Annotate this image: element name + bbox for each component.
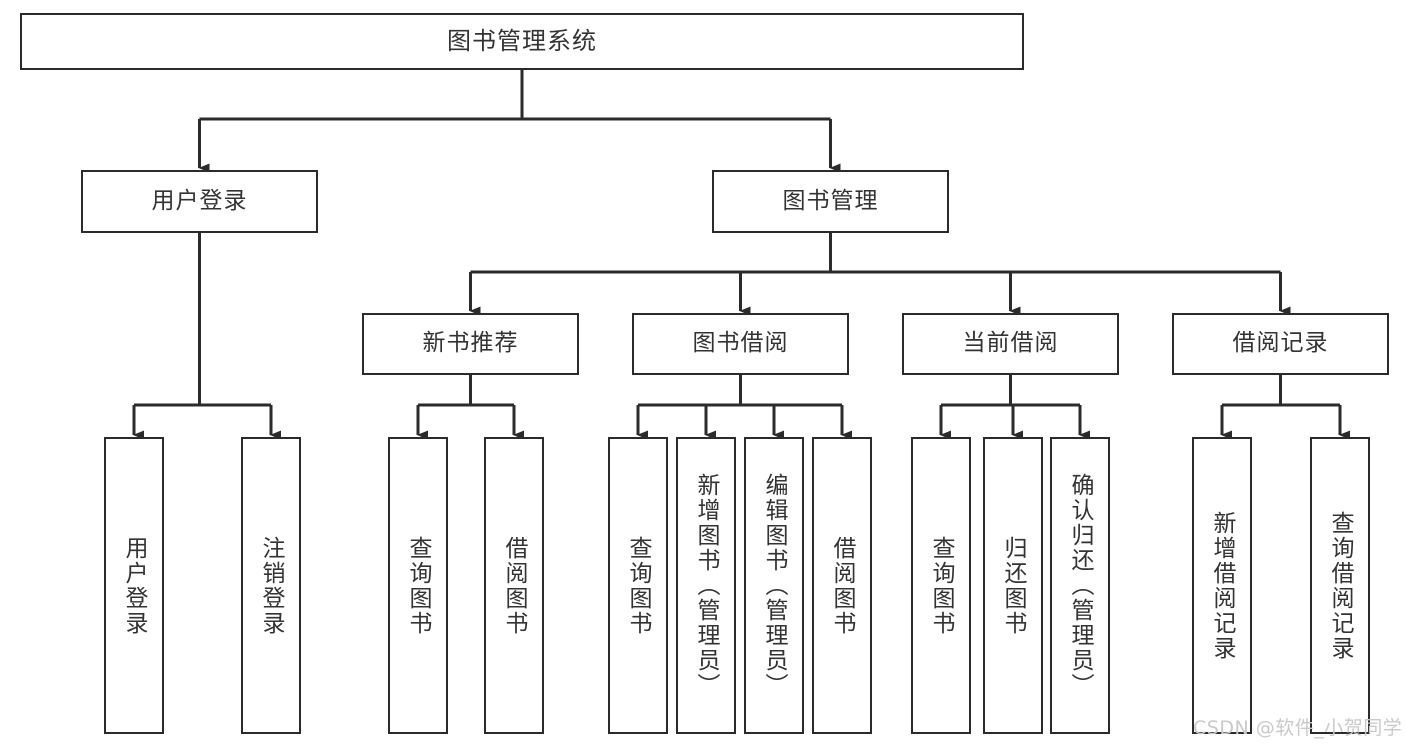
node-leaf-borrow-book-2[interactable]: 借阅图书 — [812, 437, 872, 734]
node-book-borrow[interactable]: 图书借阅 — [632, 313, 849, 375]
node-book-manage[interactable]: 图书管理 — [712, 170, 949, 233]
node-label: 借阅图书 — [501, 535, 528, 636]
node-current-borrow[interactable]: 当前借阅 — [902, 313, 1119, 375]
node-label: 新增借阅记录 — [1209, 510, 1236, 661]
node-leaf-add-book[interactable]: 新增图书（管理员） — [676, 437, 736, 734]
node-borrow-record[interactable]: 借阅记录 — [1172, 313, 1389, 375]
node-leaf-user-login[interactable]: 用户登录 — [104, 437, 164, 734]
node-label: 用户登录 — [151, 187, 248, 214]
node-leaf-user-logout[interactable]: 注销登录 — [241, 437, 301, 734]
node-label: 查询图书 — [625, 535, 652, 636]
node-label: 借阅记录 — [1232, 330, 1329, 357]
node-leaf-add-record[interactable]: 新增借阅记录 — [1192, 437, 1252, 734]
node-user-login[interactable]: 用户登录 — [81, 170, 318, 233]
node-label: 确认归还（管理员） — [1067, 473, 1094, 698]
node-label: 用户登录 — [121, 535, 148, 636]
node-label: 查询图书 — [928, 535, 955, 636]
node-label: 图书管理 — [782, 187, 879, 214]
node-label: 图书借阅 — [692, 330, 789, 357]
node-new-book-recommend[interactable]: 新书推荐 — [362, 313, 579, 375]
node-leaf-query-record[interactable]: 查询借阅记录 — [1310, 437, 1370, 734]
csdn-watermark: CSDN @软件_小贺同学 — [1193, 717, 1403, 739]
node-label: 当前借阅 — [962, 330, 1059, 357]
node-leaf-query-book-3[interactable]: 查询图书 — [911, 437, 971, 734]
node-label: 编辑图书（管理员） — [761, 473, 788, 698]
node-leaf-edit-book[interactable]: 编辑图书（管理员） — [744, 437, 804, 734]
node-leaf-query-book-2[interactable]: 查询图书 — [608, 437, 668, 734]
node-leaf-borrow-book-1[interactable]: 借阅图书 — [484, 437, 544, 734]
node-root-system[interactable]: 图书管理系统 — [20, 13, 1024, 70]
node-leaf-return-book[interactable]: 归还图书 — [983, 437, 1043, 734]
node-label: 注销登录 — [258, 535, 285, 636]
node-leaf-query-book-1[interactable]: 查询图书 — [388, 437, 448, 734]
node-leaf-confirm-return[interactable]: 确认归还（管理员） — [1050, 437, 1110, 734]
node-label: 借阅图书 — [829, 535, 856, 636]
node-label: 归还图书 — [1000, 535, 1027, 636]
node-label: 查询图书 — [405, 535, 432, 636]
node-label: 查询借阅记录 — [1327, 510, 1354, 661]
node-label: 新增图书（管理员） — [693, 473, 720, 698]
node-label: 新书推荐 — [422, 330, 519, 357]
